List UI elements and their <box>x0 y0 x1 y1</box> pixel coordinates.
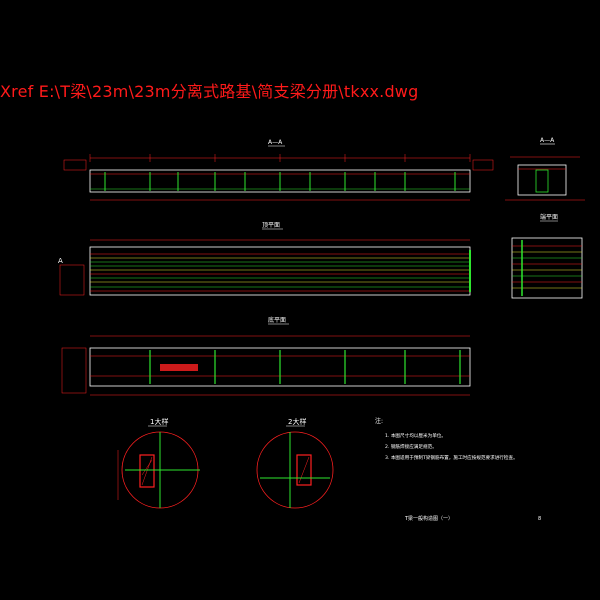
elevation-view: A—A <box>63 139 494 201</box>
beam-outline <box>89 169 471 193</box>
detail-2-title: 2大样 <box>288 417 306 426</box>
detail-1-hatch <box>139 454 155 488</box>
top-plan-view: 顶平面 A <box>58 222 471 296</box>
end-plan-view: 端平面 <box>511 213 583 299</box>
notes-heading: 注: <box>375 417 383 425</box>
xref-path: E:\T梁\23m\23m分离式路基\简支梁分册\tkxx.dwg <box>38 82 419 101</box>
end-plan-outline <box>511 237 583 299</box>
bottom-plan-title: 底平面 <box>268 316 286 324</box>
drawing-title: T梁一般构造图（一） <box>404 515 453 522</box>
bottom-left-label <box>61 347 87 394</box>
end-plan-rebars <box>512 245 582 289</box>
hatch-line-c <box>298 456 310 484</box>
section-mark-left: A <box>58 257 63 265</box>
notes-block: 注: 1. 本图尺寸均以厘米为单位。 2. 钢筋焊接应满足规范。 3. 本图适用… <box>375 417 518 461</box>
detail-1-title: 1大样 <box>150 417 168 426</box>
hatch-line-b <box>141 459 153 476</box>
top-plan-title: 顶平面 <box>262 222 280 229</box>
note-item-1: 1. 本图尺寸均以厘米为单位。 <box>385 432 446 439</box>
note-item-2: 2. 钢筋焊接应满足规范。 <box>385 443 437 450</box>
end-web-rebar <box>535 169 549 193</box>
detail-2-circle <box>256 431 334 509</box>
end-section-title: A—A <box>540 137 555 144</box>
elevation-title: A—A <box>268 139 283 146</box>
plan-left-label <box>59 264 85 296</box>
dimension-ticks <box>89 154 471 162</box>
title-block: T梁一般构造图（一） 8 <box>404 515 541 522</box>
bottom-diaphragms <box>149 350 461 384</box>
bottom-plan-outline <box>89 347 471 387</box>
detail-1: 1大样 <box>117 417 200 509</box>
detail-2-hatch <box>296 454 312 486</box>
left-end-label <box>63 159 87 171</box>
end-plan-title: 端平面 <box>540 213 558 221</box>
end-section-view: A—A <box>505 137 585 201</box>
xref-prefix: Xref <box>0 82 34 101</box>
bottom-callout-1 <box>160 364 198 371</box>
detail-2: 2大样 <box>256 417 334 509</box>
plan-rebars <box>90 253 470 292</box>
right-end-label <box>472 159 494 171</box>
sheet-number: 8 <box>538 516 541 522</box>
xref-path-header: Xref E:\T梁\23m\23m分离式路基\简支梁分册\tkxx.dwg <box>0 80 600 104</box>
bottom-plan-view: 底平面 <box>61 316 471 396</box>
end-section-outline <box>517 164 567 196</box>
hatch-line-a <box>141 456 153 486</box>
diaphragms <box>104 172 456 191</box>
note-item-3: 3. 本图适用于预制T梁钢筋布置，施工时应按规范要求进行检查。 <box>385 454 518 461</box>
